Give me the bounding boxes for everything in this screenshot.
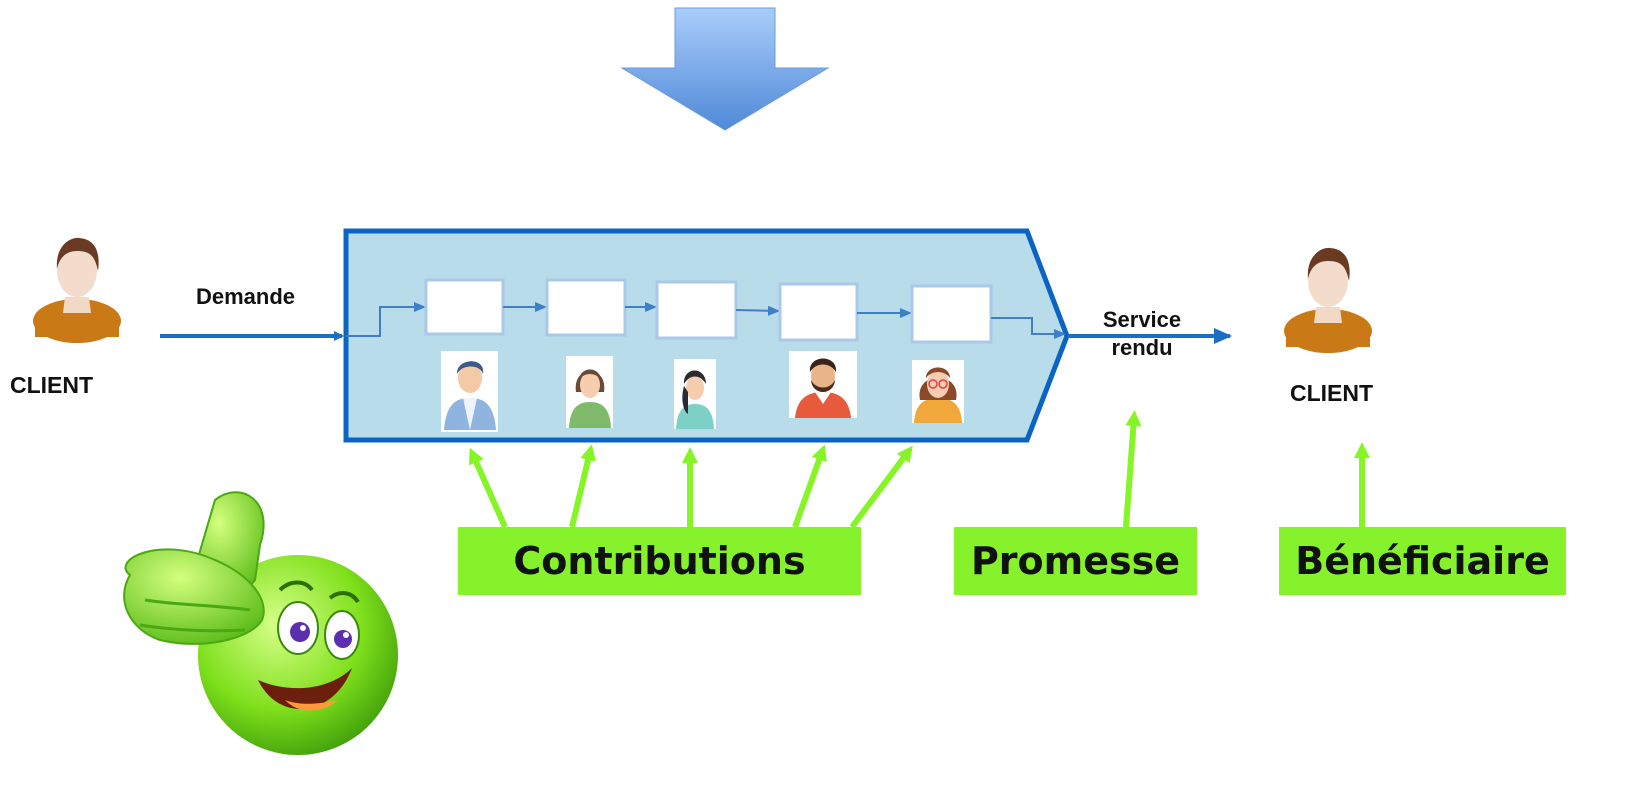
woman-avatar-icon [566, 356, 613, 428]
client-right-label: CLIENT [1290, 380, 1374, 406]
process-steps [346, 278, 1066, 344]
promesse-pointer [1123, 410, 1142, 528]
step-box [778, 282, 859, 342]
beneficiaire-box: Bénéficiaire [1279, 527, 1566, 595]
service-label: Service rendu [1090, 306, 1194, 362]
bearded-man-avatar-icon [789, 351, 857, 418]
person-icon [33, 237, 121, 343]
step-box [424, 278, 505, 336]
girl-avatar-icon [674, 359, 716, 429]
step-box [910, 284, 993, 344]
service-label-line2: rendu [1111, 335, 1173, 360]
service-label-line1: Service [1102, 307, 1182, 332]
person-icon [1284, 247, 1372, 353]
woman-glasses-avatar-icon [912, 360, 964, 423]
thumbs-up-smiley-icon [123, 491, 398, 755]
contributions-box: Contributions [458, 527, 861, 595]
step-box [655, 280, 738, 340]
promesse-box: Promesse [954, 527, 1197, 595]
demande-label: Demande [196, 284, 296, 309]
step-box [545, 278, 627, 337]
client-left-label: CLIENT [10, 372, 94, 398]
man-avatar-icon [441, 351, 498, 432]
down-arrow-icon [620, 7, 830, 131]
contribution-pointers [468, 444, 913, 529]
